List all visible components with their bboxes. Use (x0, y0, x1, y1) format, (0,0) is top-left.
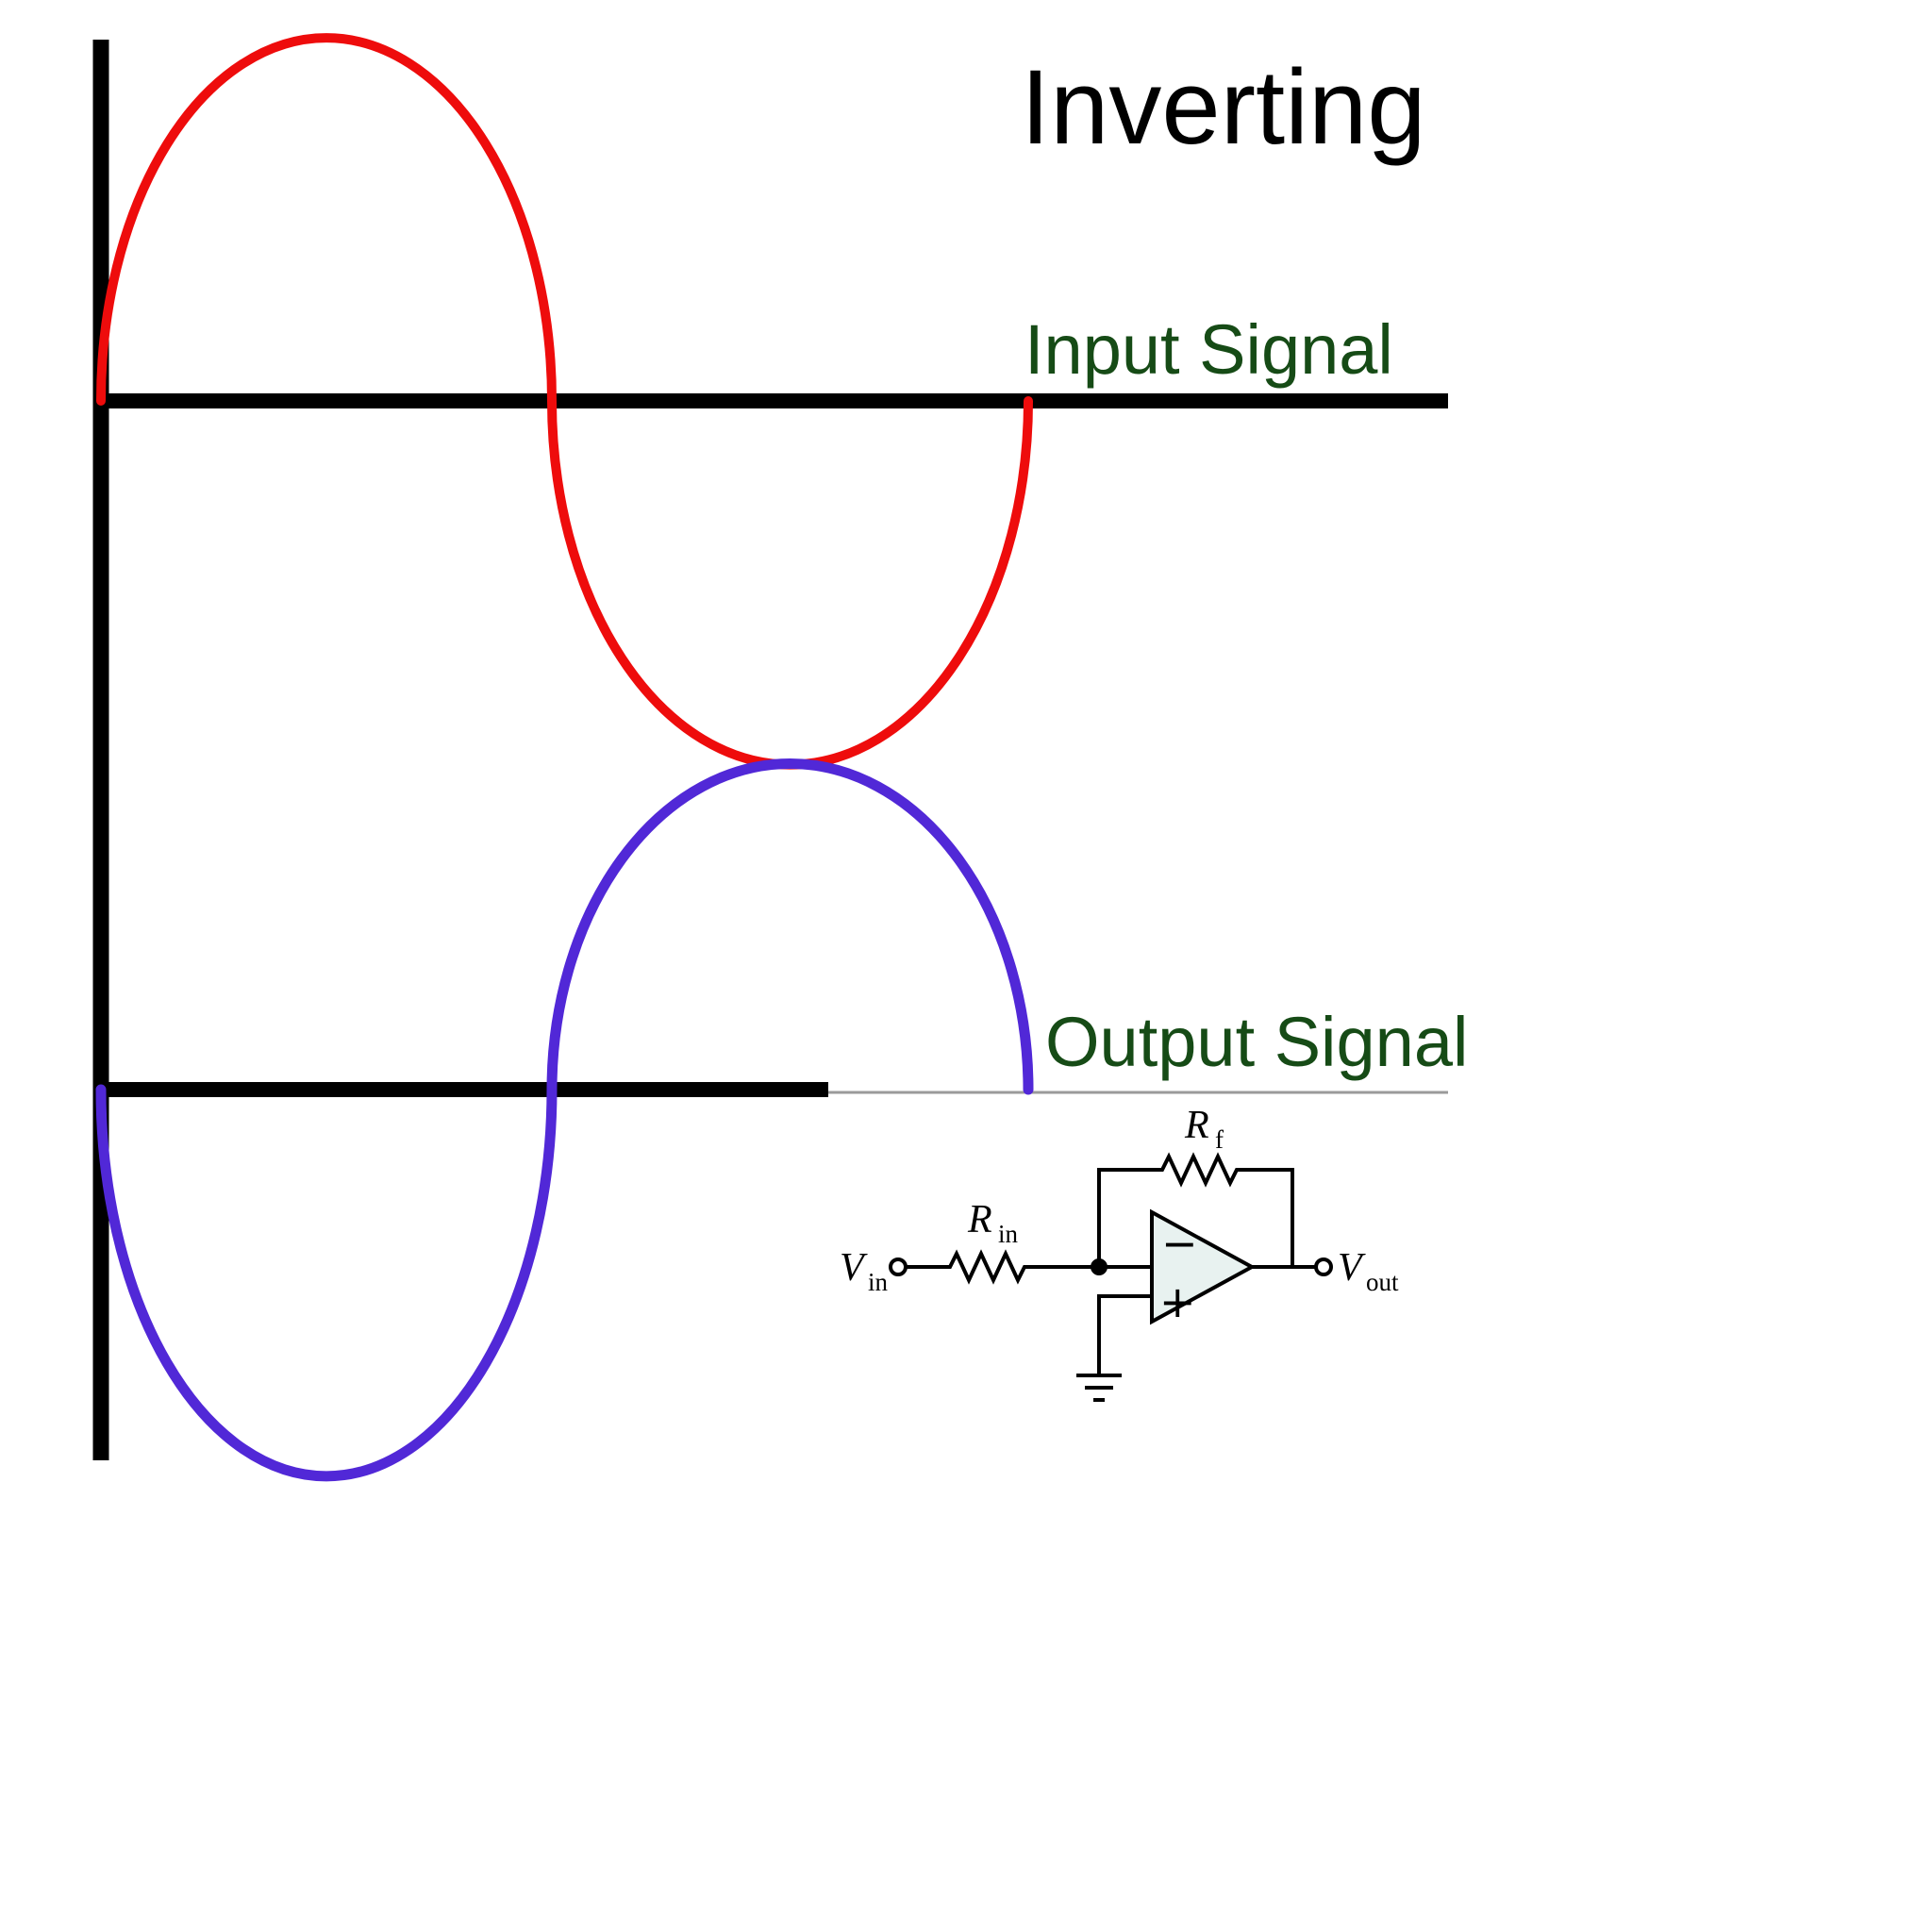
feedback-wire-left (1097, 1168, 1156, 1267)
vin-terminal (889, 1257, 908, 1276)
vout-label-base: V (1338, 1246, 1366, 1290)
vin-label: V in (840, 1246, 889, 1296)
output-wave (95, 758, 1034, 1482)
opamp-circuit (889, 1152, 1333, 1402)
vin-label-sub: in (868, 1268, 889, 1296)
ground-wire (1097, 1294, 1152, 1375)
vout-label-sub: out (1366, 1268, 1399, 1296)
rin-label-base: R (967, 1198, 992, 1241)
ground-icon (1076, 1374, 1122, 1402)
rf-label-base: R (1184, 1104, 1209, 1147)
rin-label-sub: in (998, 1220, 1019, 1248)
opamp-triangle (1150, 1208, 1257, 1325)
rf-label-sub: f (1215, 1125, 1224, 1154)
feedback-wire-right (1250, 1168, 1294, 1267)
figure-title: Inverting (1021, 48, 1426, 166)
input-signal-label: Input Signal (1024, 310, 1393, 389)
vin-label-base: V (840, 1246, 868, 1290)
vout-label: V out (1338, 1246, 1399, 1296)
rf-label: R f (1184, 1104, 1224, 1154)
opamp-plus-label: + (1159, 1276, 1196, 1327)
input-wave (96, 33, 1033, 770)
output-signal-label: Output Signal (1045, 1003, 1468, 1081)
rin-label: R in (967, 1198, 1019, 1248)
vout-terminal (1314, 1257, 1333, 1276)
rin-resistor (943, 1249, 1038, 1285)
opamp-minus-label: − (1161, 1218, 1198, 1269)
rf-resistor (1156, 1152, 1250, 1188)
